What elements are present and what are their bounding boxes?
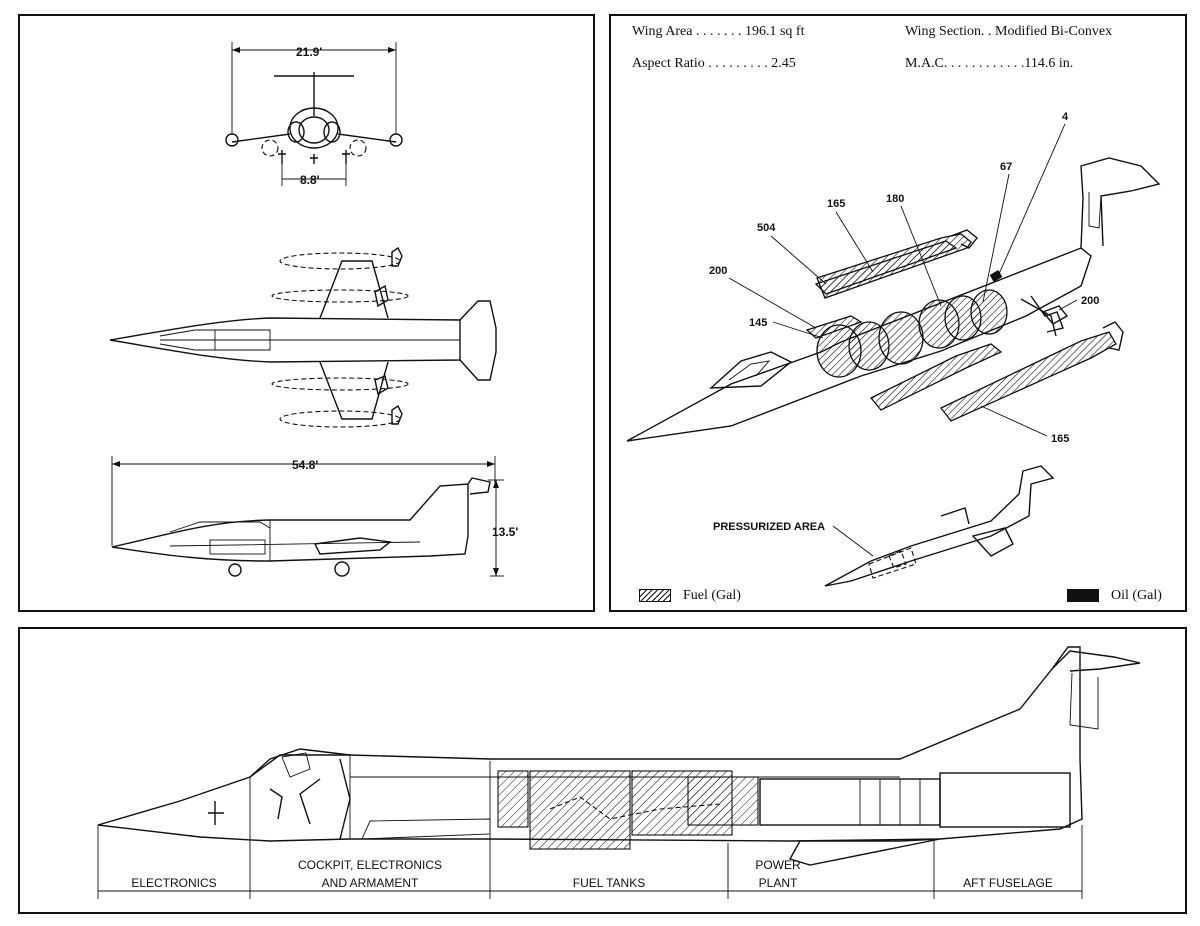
callout-504: 504	[757, 222, 776, 234]
section-cockpit-line1: COCKPIT, ELECTRONICS	[298, 858, 442, 872]
fuel-system-panel: Wing Area . . . . . . . 196.1 sq ft Wing…	[609, 14, 1187, 612]
callout-165-bottom: 165	[1051, 433, 1069, 445]
tank-165-bottom-right[interactable]	[939, 331, 1117, 422]
pressurized-area-label: PRESSURIZED AREA	[713, 521, 825, 533]
callouts: 4 67 180 165 504 200 145 200 165	[709, 111, 1099, 445]
three-view-panel: 21.9' 8.8'	[18, 14, 595, 612]
tank-67[interactable]	[970, 289, 1008, 335]
tank-165-bottom-left[interactable]	[869, 343, 1003, 411]
height-dimension: 13.5'	[492, 525, 518, 539]
inboard-profile-drawing: ELECTRONICS COCKPIT, ELECTRONICS AND ARM…	[97, 646, 1141, 899]
section-electronics: ELECTRONICS	[131, 876, 216, 890]
fuel-tank-drawing: 4 67 180 165 504 200 145 200 165	[626, 111, 1161, 587]
fuel-swatch	[639, 589, 671, 603]
aspect-ratio-spec: Aspect Ratio . . . . . . . . . 2.45	[632, 56, 796, 71]
section-cockpit-line2: AND ARMAMENT	[322, 876, 419, 890]
callout-200-left: 200	[709, 265, 727, 277]
side-view: 54.8' 13.5'	[111, 456, 518, 577]
legend-fuel-label: Fuel (Gal)	[683, 588, 741, 603]
length-dimension: 54.8'	[292, 458, 318, 472]
section-fuel-tanks: FUEL TANKS	[573, 876, 645, 890]
callout-165-top: 165	[827, 198, 845, 210]
tank-165-top[interactable]	[816, 233, 972, 299]
callout-67: 67	[1000, 161, 1012, 173]
three-view-drawing: 21.9' 8.8'	[109, 42, 518, 577]
fuel-tanks[interactable]	[805, 229, 1124, 422]
tank-fwd-3[interactable]	[878, 311, 924, 365]
oil-swatch	[1067, 589, 1099, 603]
legend-oil-label: Oil (Gal)	[1111, 588, 1162, 603]
tread-dimension: 8.8'	[300, 173, 320, 187]
callout-4: 4	[1062, 111, 1069, 123]
pressurized-area-view: PRESSURIZED AREA	[713, 465, 1055, 587]
span-dimension: 21.9'	[296, 45, 322, 59]
section-bar	[97, 825, 1083, 899]
exploded-aircraft	[626, 157, 1161, 442]
legend-fuel: Fuel (Gal)	[639, 588, 741, 604]
section-power-line2: PLANT	[759, 876, 798, 890]
callout-180: 180	[886, 193, 904, 205]
front-view: 21.9' 8.8'	[225, 42, 403, 187]
legend-oil: Oil (Gal)	[1067, 588, 1162, 604]
wing-section-spec: Wing Section. . Modified Bi-Convex	[905, 24, 1113, 39]
mac-spec: M.A.C. . . . . . . . . . . .114.6 in.	[905, 56, 1074, 71]
callout-145: 145	[749, 317, 767, 329]
section-aft: AFT FUSELAGE	[963, 876, 1053, 890]
profile-fuel-tanks	[497, 770, 759, 850]
inboard-profile-panel: ELECTRONICS COCKPIT, ELECTRONICS AND ARM…	[18, 627, 1187, 914]
callout-200-right: 200	[1081, 295, 1099, 307]
section-power-line1: POWER	[755, 858, 801, 872]
wing-area-spec: Wing Area . . . . . . . 196.1 sq ft	[632, 24, 805, 39]
plan-view	[109, 246, 497, 428]
